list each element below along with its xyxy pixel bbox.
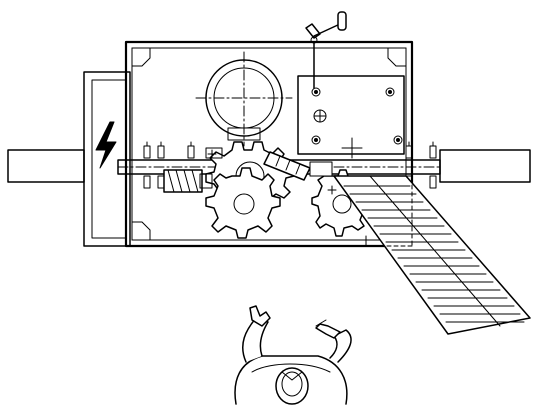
drum-base <box>227 127 261 141</box>
guard-outer <box>83 71 131 247</box>
operator-figure-icon <box>234 305 352 405</box>
lower-gear <box>205 167 281 239</box>
crank-handle-icon <box>305 11 347 89</box>
frame-outer <box>124 40 414 248</box>
corner-bl <box>131 221 151 241</box>
frame-inner <box>131 47 407 241</box>
discharge-chute <box>333 149 531 335</box>
guard-housing <box>83 71 131 247</box>
center-marks <box>207 137 363 195</box>
corner-tr <box>387 47 407 67</box>
drum <box>195 51 293 147</box>
corner-tl <box>131 47 151 67</box>
guard-inner <box>91 79 127 239</box>
panel-plate <box>297 75 405 155</box>
belt-left-stub <box>7 149 85 183</box>
worm-screw <box>163 169 213 193</box>
guide-bracket <box>205 147 333 181</box>
belt-right-stub <box>439 149 531 183</box>
lightning-bolt-icon <box>95 121 117 169</box>
control-panel <box>297 75 405 155</box>
